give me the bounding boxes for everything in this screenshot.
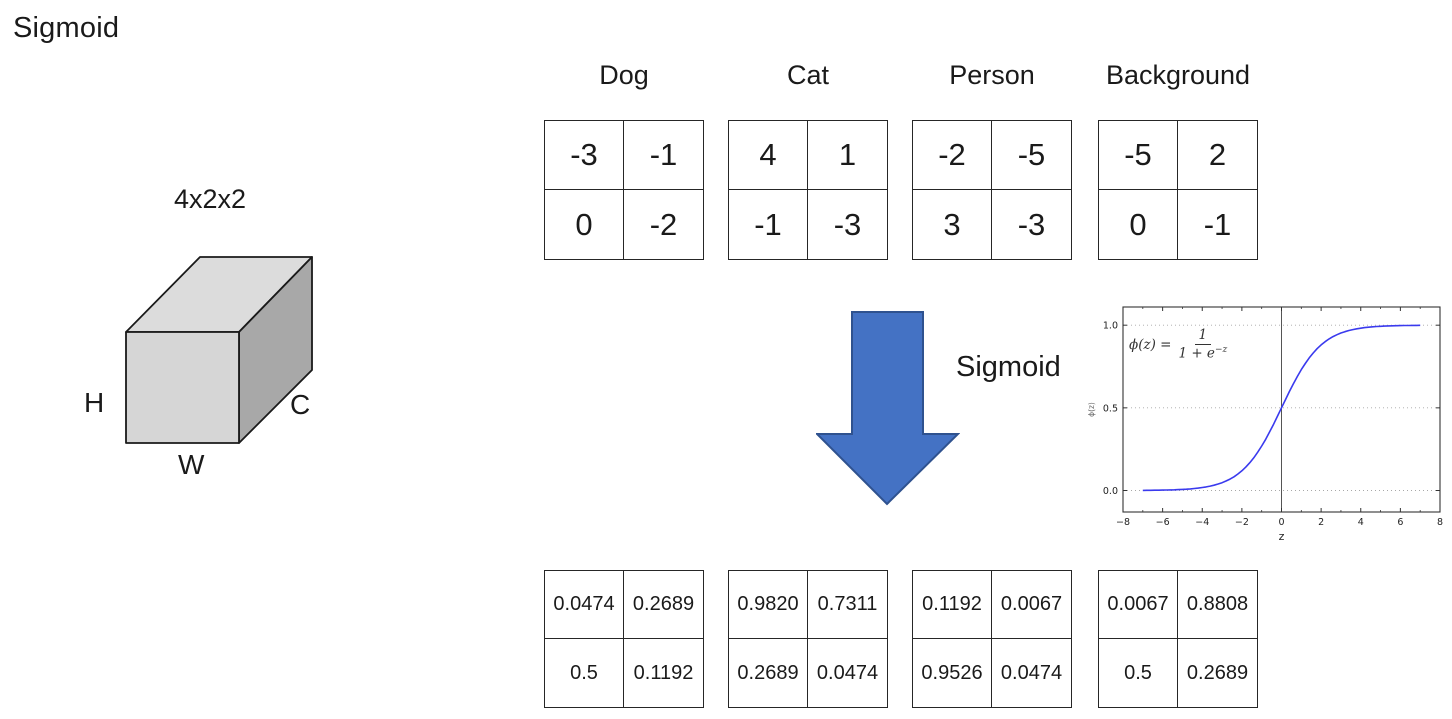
matrix-cell: 0.0067 xyxy=(1099,571,1178,639)
sigmoid-arrow xyxy=(814,311,961,507)
page-title: Sigmoid xyxy=(13,12,120,44)
svg-text:−2: −2 xyxy=(1235,517,1249,528)
matrix-cell: -1 xyxy=(1203,206,1232,242)
matrix-cell: 0.2689 xyxy=(1186,661,1249,684)
matrix-cell: -3 xyxy=(545,121,624,190)
matrix-cell: 0 xyxy=(545,190,624,259)
matrix-cell: 0.9526 xyxy=(913,639,992,707)
formula-numerator: 1 xyxy=(1194,327,1212,345)
channel-label-background: Background xyxy=(1105,60,1251,90)
output-map-background: 0.0067 0.8808 0.5 0.2689 xyxy=(1098,570,1258,708)
tensor-cuboid-icon xyxy=(125,256,313,444)
svg-text:−8: −8 xyxy=(1116,517,1130,528)
sigmoid-plot-svg: −8 −6 −4 −2 0 2 4 6 8 0.0 0.5 1.0 z ϕ(z) xyxy=(1087,306,1443,543)
svg-text:4: 4 xyxy=(1358,517,1364,528)
svg-text:0.5: 0.5 xyxy=(1103,403,1118,414)
svg-text:z: z xyxy=(1279,530,1285,543)
output-map-person: 0.1192 0.0067 0.9526 0.0474 xyxy=(912,570,1072,708)
arrow-label: Sigmoid xyxy=(956,351,1061,383)
matrix-cell: 3 xyxy=(913,190,992,259)
svg-text:8: 8 xyxy=(1437,517,1443,528)
matrix-cell: 0.2689 xyxy=(729,639,808,707)
matrix-cell: -1 xyxy=(624,121,703,190)
formula-lhs: ϕ(z) = xyxy=(1129,336,1172,353)
tensor-front-face xyxy=(125,331,240,444)
formula-denominator: 1 + e−z xyxy=(1178,344,1228,362)
matrix-cell: 0.8808 xyxy=(1178,571,1257,639)
output-map-cat: 0.9820 0.7311 0.2689 0.0474 xyxy=(728,570,888,708)
matrix-cell: 0.1192 xyxy=(913,571,992,639)
matrix-cell: 0.9820 xyxy=(729,571,808,639)
matrix-cell: 4 xyxy=(729,121,808,190)
svg-text:6: 6 xyxy=(1397,517,1403,528)
matrix-cell: -1 xyxy=(729,190,808,259)
formula-fraction: 1 1 + e−z xyxy=(1178,327,1228,362)
matrix-cell: -5 xyxy=(1099,121,1178,190)
matrix-cell: 1 xyxy=(808,121,887,190)
matrix-cell: -3 xyxy=(1017,206,1046,242)
channel-label-cat: Cat xyxy=(786,60,830,90)
matrix-cell: -2 xyxy=(649,206,678,242)
matrix-cell: -5 xyxy=(992,121,1071,190)
matrix-cell: 0.5 xyxy=(1099,639,1178,707)
output-map-dog: 0.0474 0.2689 0.5 0.1192 xyxy=(544,570,704,708)
svg-text:0: 0 xyxy=(1278,517,1284,528)
svg-text:2: 2 xyxy=(1318,517,1324,528)
svg-text:ϕ(z): ϕ(z) xyxy=(1087,402,1096,417)
input-map-cat: 4 1 -1 -3 xyxy=(728,120,888,260)
tensor-dims-label: 4x2x2 xyxy=(173,184,247,214)
matrix-cell: 0.0067 xyxy=(992,571,1071,639)
svg-text:1.0: 1.0 xyxy=(1103,321,1118,332)
input-map-person: -2 -5 3 -3 xyxy=(912,120,1072,260)
input-map-background: -5 2 0 -1 xyxy=(1098,120,1258,260)
sigmoid-curve xyxy=(1142,324,1421,492)
matrix-cell: 0.0474 xyxy=(545,571,624,639)
matrix-cell: -2 xyxy=(913,121,992,190)
matrix-cell: 0.1192 xyxy=(633,661,694,684)
tensor-height-label: H xyxy=(84,387,105,418)
matrix-cell: 0.7311 xyxy=(808,571,887,639)
matrix-cell: 2 xyxy=(1178,121,1257,190)
svg-text:−6: −6 xyxy=(1156,517,1170,528)
input-map-dog: -3 -1 0 -2 xyxy=(544,120,704,260)
svg-text:0.0: 0.0 xyxy=(1103,486,1118,497)
matrix-cell: 0.5 xyxy=(545,639,624,707)
matrix-cell: -3 xyxy=(833,206,862,242)
channel-label-dog: Dog xyxy=(599,60,649,90)
matrix-cell: 0 xyxy=(1099,190,1178,259)
tensor-width-label: W xyxy=(178,449,205,480)
matrix-cell: 0.2689 xyxy=(624,571,703,639)
tensor-channels-label: C xyxy=(290,389,311,420)
down-arrow-icon xyxy=(814,311,961,506)
channel-label-person: Person xyxy=(949,60,1035,90)
matrix-cell: 0.0474 xyxy=(1000,661,1063,684)
matrix-cell: 0.0474 xyxy=(816,661,879,684)
sigmoid-plot: −8 −6 −4 −2 0 2 4 6 8 0.0 0.5 1.0 z ϕ(z) ϕ(z) = 1 1 +… xyxy=(1085,298,1447,550)
svg-text:−4: −4 xyxy=(1195,517,1209,528)
sigmoid-formula: ϕ(z) = 1 1 + e−z xyxy=(1129,327,1228,362)
